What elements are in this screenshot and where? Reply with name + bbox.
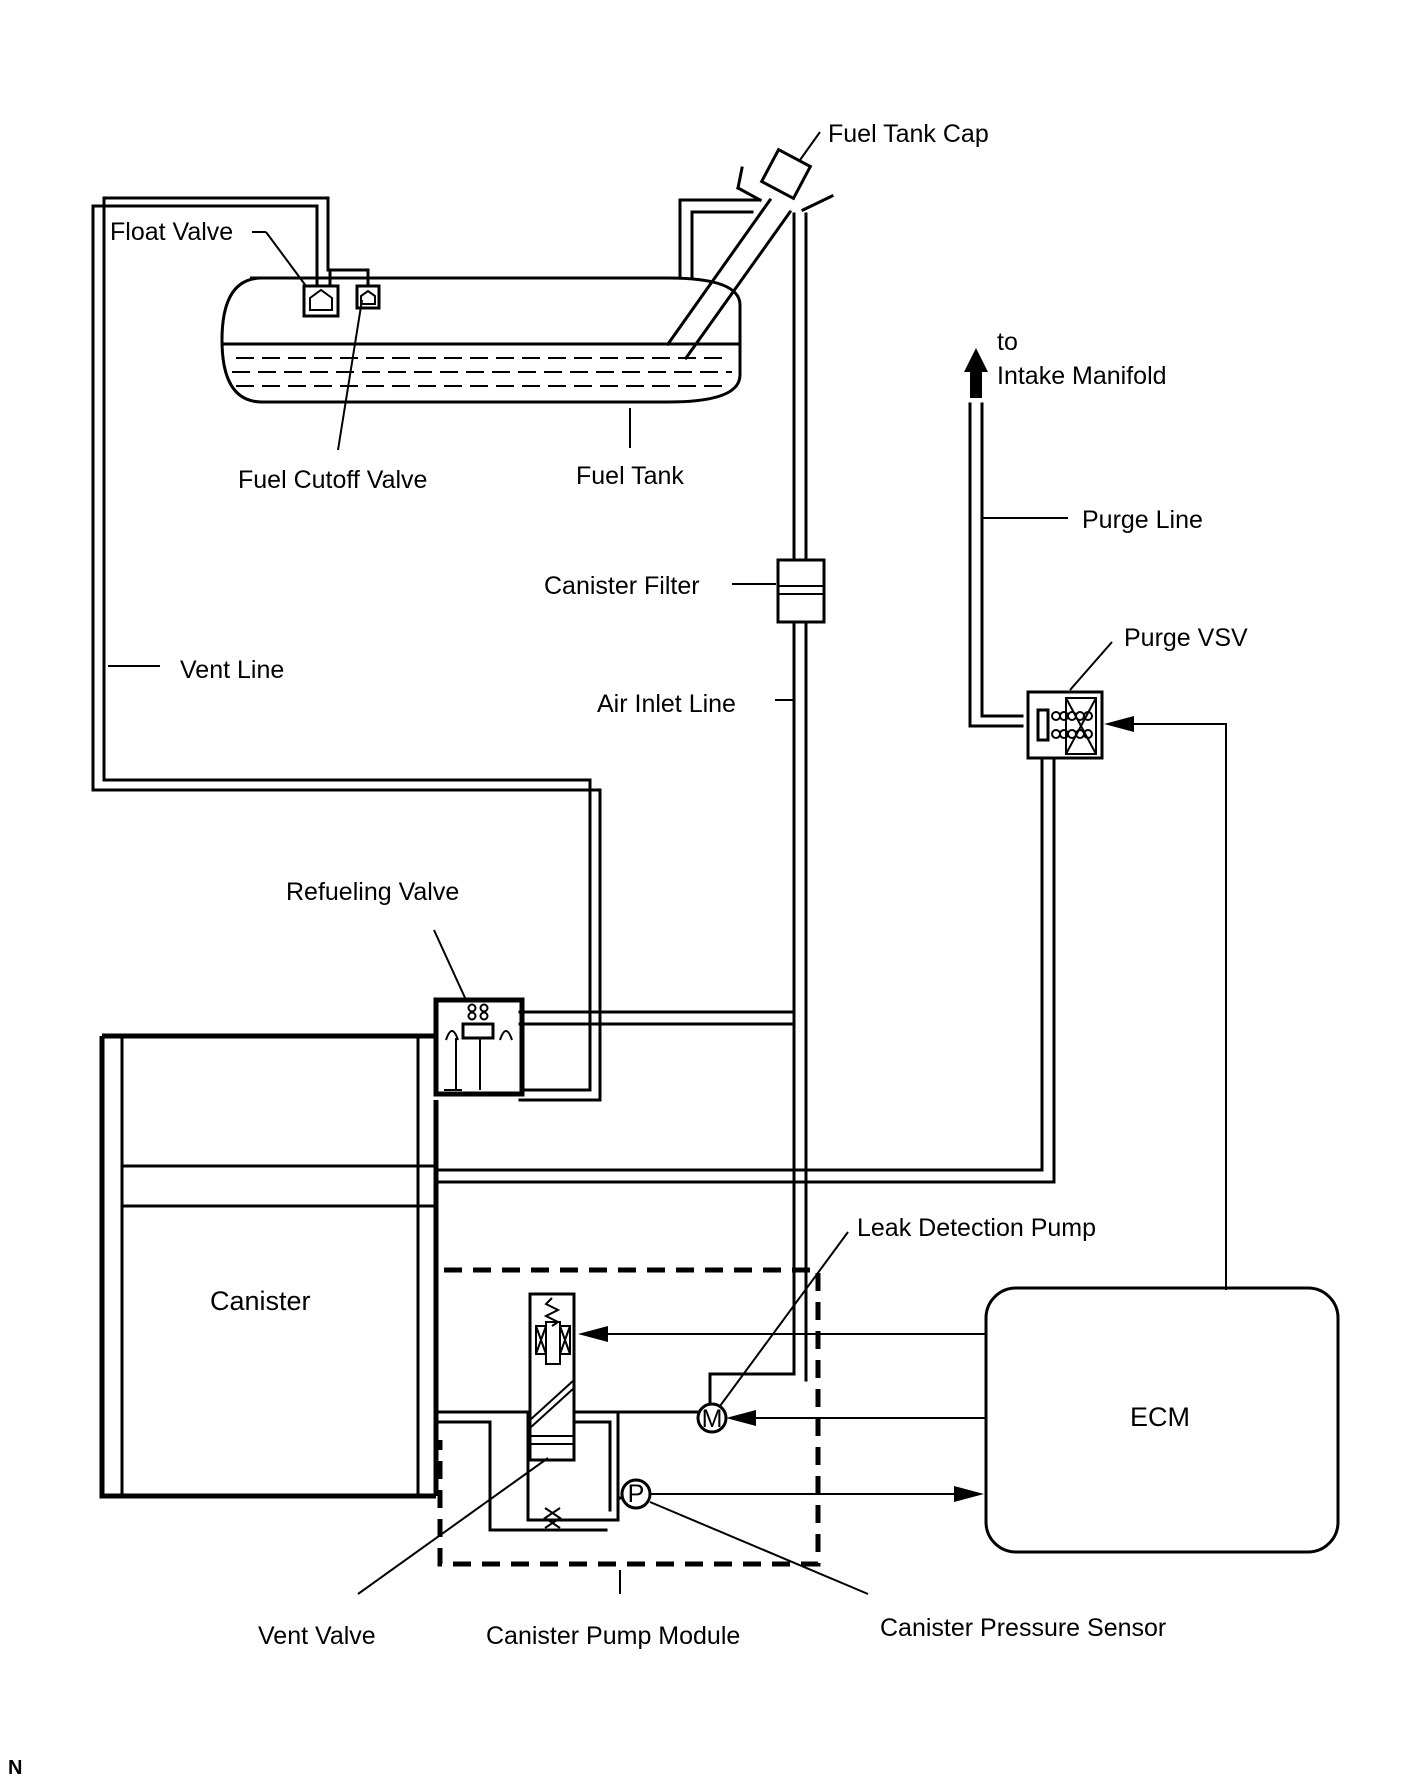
label-purge-vsv: Purge VSV — [1124, 624, 1248, 652]
canister — [99, 1033, 439, 1499]
pump-module-piping — [438, 1410, 702, 1532]
label-vent-valve: Vent Valve — [258, 1622, 376, 1650]
canister-pressure-sensor: P — [620, 1478, 869, 1595]
tank-vent-riser-inner — [690, 210, 754, 280]
vent-line — [91, 196, 602, 1102]
ecm-signal-lines — [578, 1326, 986, 1502]
label-canister: Canister — [210, 1286, 311, 1316]
intake-manifold-arrow — [964, 348, 988, 398]
air-inlet-line — [518, 212, 808, 1412]
orifice — [543, 1507, 562, 1529]
fuel-cutoff-valve — [337, 284, 381, 451]
vsv-signal-line — [1104, 716, 1227, 1290]
refueling-valve — [433, 929, 525, 1097]
label-ecm: ECM — [1130, 1402, 1190, 1432]
label-intake-manifold: Intake Manifold — [997, 362, 1167, 390]
fuel-tank-cap — [759, 131, 821, 201]
label-vent-line: Vent Line — [180, 656, 284, 684]
canister-pump-module — [437, 1267, 821, 1594]
ecm — [984, 1286, 1340, 1554]
label-to: to — [997, 328, 1018, 356]
tank-vent-riser — [678, 198, 762, 280]
label-float-valve: Float Valve — [110, 218, 233, 246]
label-fuel-tank: Fuel Tank — [576, 462, 684, 490]
label-air-inlet-line: Air Inlet Line — [597, 690, 736, 718]
label-canister-pressure-sensor: Canister Pressure Sensor — [880, 1614, 1166, 1642]
label-canister-pump-module: Canister Pump Module — [486, 1622, 740, 1650]
label-fuel-tank-cap: Fuel Tank Cap — [828, 120, 989, 148]
canister-filter — [732, 558, 826, 624]
purge-line — [438, 402, 1068, 1184]
leak-detection-pump: M — [696, 1231, 849, 1434]
motor-symbol: M — [702, 1405, 723, 1433]
label-fuel-cutoff-valve: Fuel Cutoff Valve — [238, 466, 427, 494]
pressure-symbol: P — [628, 1480, 645, 1508]
purge-vsv — [1026, 641, 1113, 760]
label-canister-filter: Canister Filter — [544, 572, 700, 600]
vent-valve — [357, 1292, 576, 1595]
fuel-tank — [220, 276, 742, 448]
fuel-filler-neck — [665, 166, 835, 361]
label-leak-detection-pump: Leak Detection Pump — [857, 1214, 1096, 1242]
label-purge-line: Purge Line — [1082, 506, 1203, 534]
float-valve — [252, 231, 340, 318]
corner-mark: N — [8, 1757, 22, 1779]
label-refueling-valve: Refueling Valve — [286, 878, 459, 906]
